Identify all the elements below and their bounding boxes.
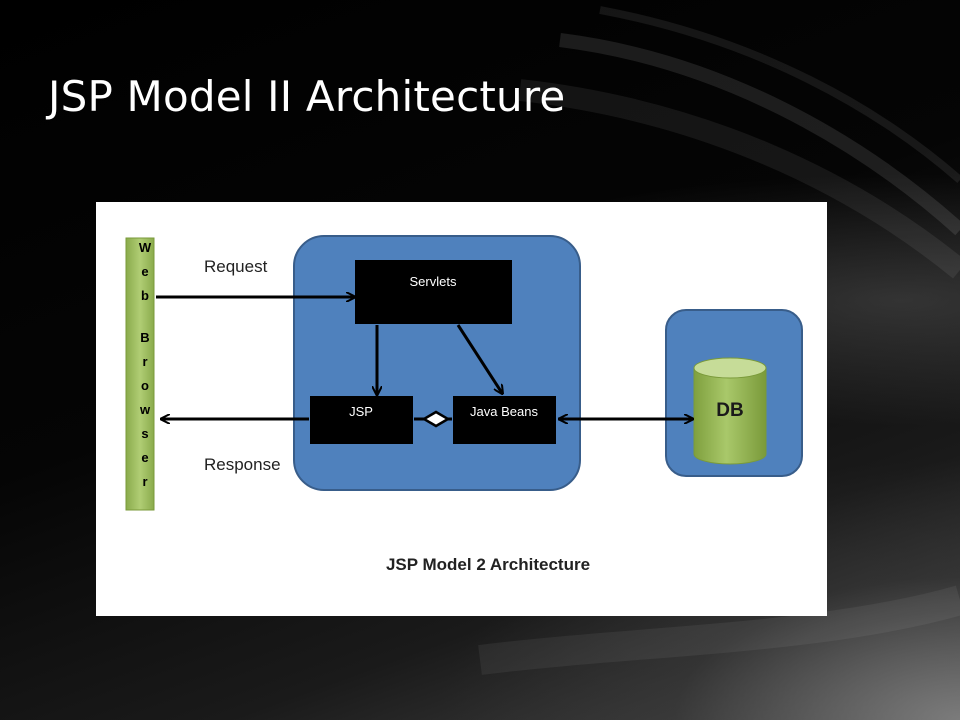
jsp-beans-connector	[414, 410, 452, 428]
diagram-caption: JSP Model 2 Architecture	[386, 555, 590, 574]
browser-letter: b	[141, 288, 149, 303]
db-label: DB	[716, 400, 743, 421]
java-beans-box	[453, 396, 556, 444]
browser-letter: w	[139, 402, 151, 417]
browser-letter: B	[140, 330, 149, 345]
web-browser-bar	[125, 237, 155, 511]
browser-letter: e	[141, 450, 148, 465]
servlets-to-beans-arrow	[456, 324, 502, 393]
java-beans-label: Java Beans	[470, 404, 538, 419]
request-label: Request	[204, 257, 268, 276]
browser-letter: o	[141, 378, 149, 393]
db-cylinder	[693, 357, 767, 465]
browser-letter: W	[139, 240, 152, 255]
jsp-label: JSP	[349, 404, 373, 419]
web-browser-label: W e b B r o w s e r	[139, 240, 152, 489]
architecture-diagram: W e b B r o w s e r Servlets JSP Java Be…	[96, 202, 827, 616]
browser-letter: r	[142, 354, 147, 369]
browser-letter: e	[141, 264, 148, 279]
servlets-box	[355, 260, 512, 324]
servlets-label: Servlets	[410, 274, 457, 289]
browser-letter: r	[142, 474, 147, 489]
response-label: Response	[204, 455, 281, 474]
jsp-box	[310, 396, 413, 444]
slide-title: JSP Model II Architecture	[48, 72, 566, 121]
browser-letter: s	[141, 426, 148, 441]
